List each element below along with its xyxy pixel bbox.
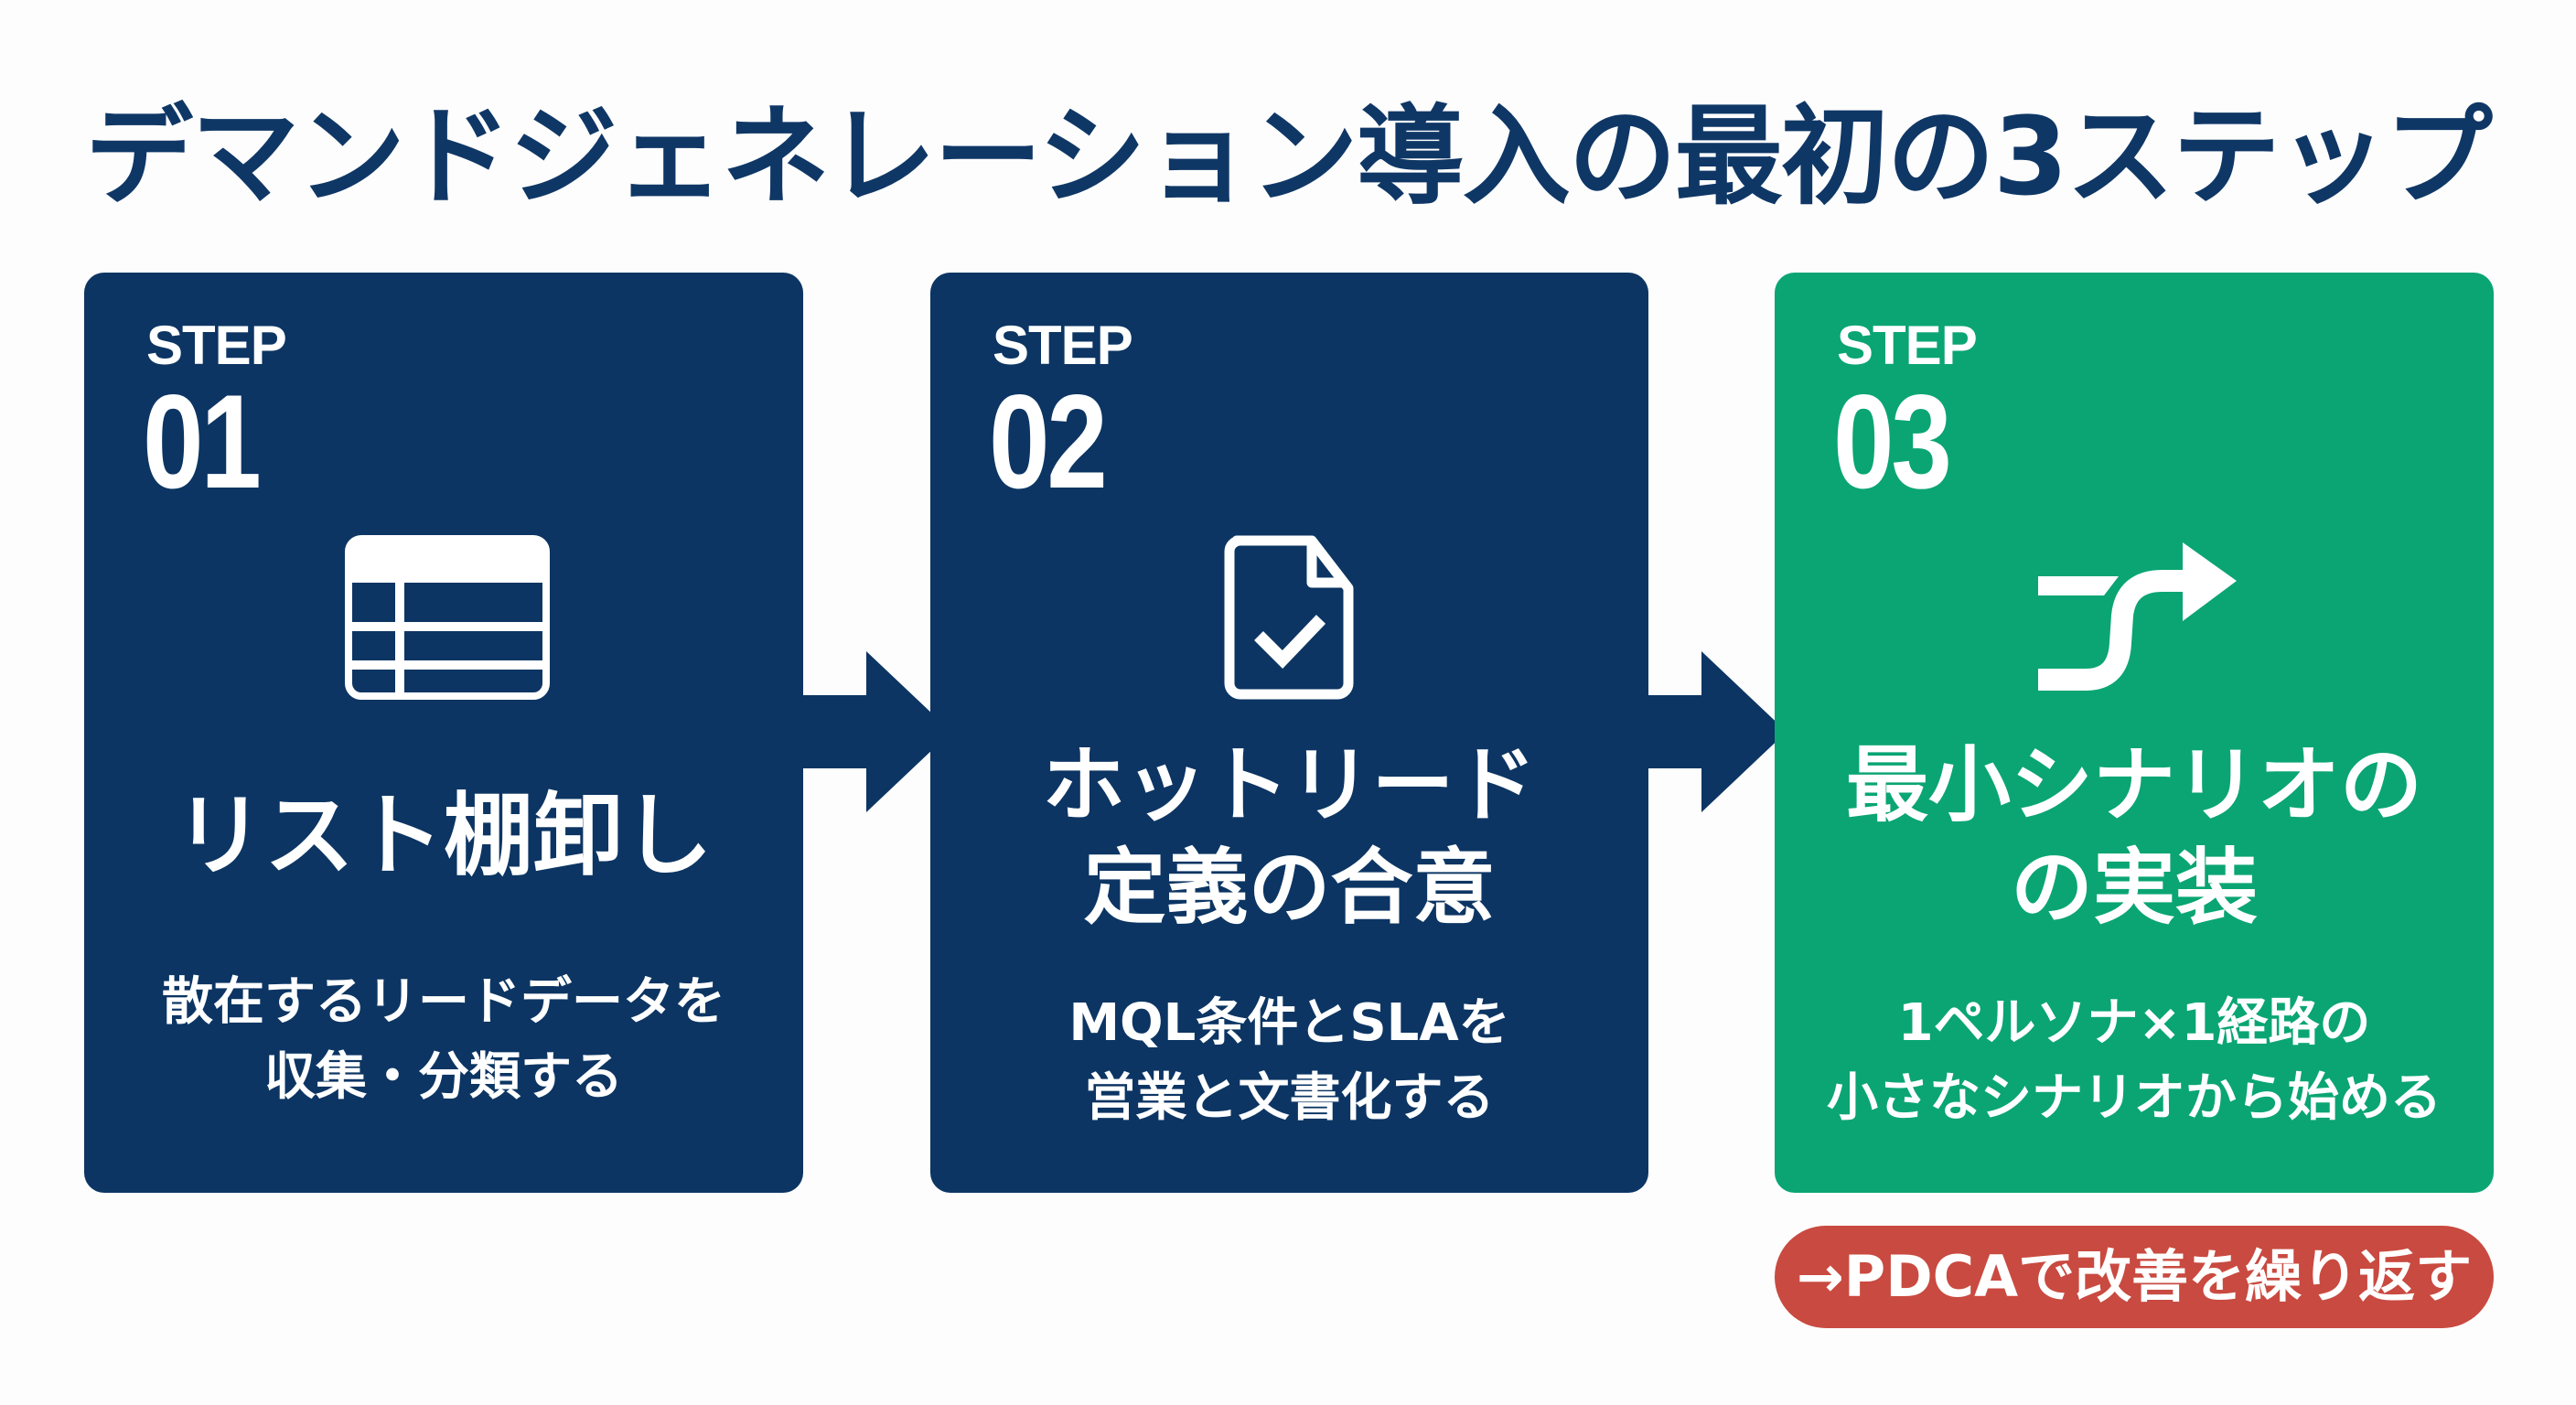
page-title: デマンドジェネレーション導入の最初の3ステップ (85, 93, 2493, 220)
pdca-badge: →PDCAで改善を繰り返す (1775, 1226, 2494, 1328)
table-icon (345, 535, 550, 700)
step-heading-line: 最小シナリオの (1846, 737, 2422, 833)
step-number: 01 (143, 367, 262, 516)
step-description: 散在するリードデータを 収集・分類する (84, 965, 803, 1115)
step-description-line: 散在するリードデータを (162, 972, 725, 1032)
step-heading: 最小シナリオの の実装 (1775, 735, 2494, 939)
step-card-3: STEP 03 最小シナリオの の実装 1ペルソナ×1経路の 小さなシナリオから… (1775, 273, 2494, 1193)
arrow-right-icon (1642, 651, 1787, 812)
step-heading-line: 定義の合意 (1083, 840, 1496, 936)
step-description-line: 収集・分類する (264, 1047, 623, 1107)
arrow-right-icon (796, 651, 951, 812)
step-description-line: MQL条件とSLAを (1068, 993, 1510, 1053)
step-number: 03 (1833, 367, 1952, 516)
step-description-line: 1ペルソナ×1経路の (1897, 993, 2371, 1053)
step-label: STEP (146, 315, 287, 376)
step-label: STEP (993, 315, 1133, 376)
merge-arrow-icon (2038, 542, 2237, 691)
step-description: MQL条件とSLAを 営業と文書化する (930, 986, 1648, 1136)
step-label: STEP (1837, 315, 1978, 376)
step-description-line: 小さなシナリオから始める (1827, 1068, 2442, 1128)
step-heading-line: ホットリード (1042, 737, 1537, 833)
document-check-icon (1224, 535, 1354, 700)
step-card-1: STEP 01 リスト棚卸し 散在するリードデータを 収集・分類する (84, 273, 803, 1193)
step-description: 1ペルソナ×1経路の 小さなシナリオから始める (1775, 986, 2494, 1136)
step-card-2: STEP 02 ホットリード 定義の合意 MQL条件とSLAを 営業と文書化する (930, 273, 1648, 1193)
step-number: 02 (989, 367, 1108, 516)
step-heading: リスト棚卸し (174, 784, 713, 888)
step-heading: ホットリード 定義の合意 (930, 735, 1648, 939)
step-heading-line: の実装 (2011, 840, 2258, 936)
step-description-line: 営業と文書化する (1084, 1068, 1495, 1128)
